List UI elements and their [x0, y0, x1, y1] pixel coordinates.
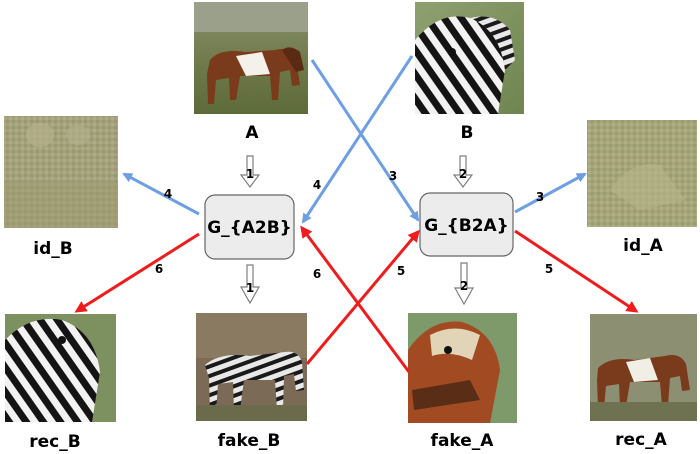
- label-a: A: [245, 123, 259, 143]
- arrow-a2b-to-id-b: [122, 172, 200, 216]
- label-b: B: [461, 123, 474, 143]
- step-number: 1: [246, 281, 254, 295]
- step-number: 4: [313, 178, 321, 192]
- step-arrow-a2b-to-fake-b: [239, 264, 261, 305]
- image-fake-a: [408, 313, 517, 423]
- step-number: 6: [313, 267, 321, 281]
- label-rec-a: rec_A: [615, 430, 667, 450]
- step-number: 3: [536, 190, 544, 204]
- label-fake-b: fake_B: [218, 431, 281, 451]
- image-rec-b: [5, 314, 116, 422]
- generator-b2a-box: [419, 192, 514, 257]
- arrow-fake-b-to-b2a: [305, 229, 420, 365]
- step-number: 3: [389, 169, 397, 183]
- generator-a2b-box: [204, 194, 295, 260]
- arrow-a2b-to-rec-b: [74, 232, 200, 313]
- image-id-a: [587, 120, 697, 227]
- label-id-b: id_B: [33, 239, 72, 259]
- step-arrow-b2a-to-fake-a: [453, 262, 475, 306]
- arrow-b2a-to-id-a: [514, 172, 587, 214]
- step-number: 5: [397, 264, 405, 278]
- generator-a2b-label: G_{A2B}: [207, 218, 292, 238]
- step-number: 4: [164, 187, 172, 201]
- label-fake-a: fake_A: [431, 431, 495, 451]
- generator-b2a-label: G_{B2A}: [424, 216, 509, 236]
- arrow-a-to-b2a: [310, 59, 420, 222]
- image-rec-a: [590, 314, 697, 421]
- step-number: 2: [460, 279, 468, 293]
- step-number: 5: [545, 262, 553, 276]
- image-a: [194, 2, 308, 114]
- arrow-b2a-to-rec-a: [514, 229, 639, 313]
- arrow-fake-a-to-a2b: [300, 225, 411, 373]
- arrow-b-to-a2b: [301, 55, 414, 224]
- label-id-a: id_A: [623, 236, 663, 256]
- step-arrow-a-to-a2b: [239, 155, 261, 188]
- image-fake-b: [196, 313, 307, 421]
- image-b: [415, 2, 524, 115]
- label-rec-b: rec_B: [29, 432, 80, 452]
- step-arrow-b-to-b2a: [452, 155, 474, 188]
- step-number: 6: [155, 262, 163, 276]
- image-id-b: [4, 116, 118, 228]
- step-number: 2: [459, 167, 467, 181]
- step-number: 1: [246, 167, 254, 181]
